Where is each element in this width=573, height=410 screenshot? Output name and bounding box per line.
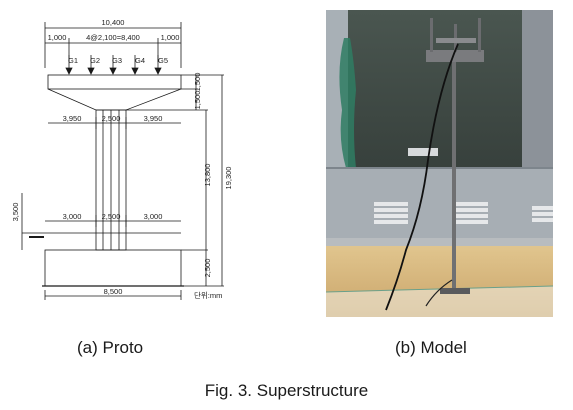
dim-column-height: 13,800 [203,164,212,187]
dim-total-height: 19,300 [224,167,233,190]
dim-embed-height: 3,500 [11,203,20,222]
girder-label: G2 [90,56,100,65]
prototype-drawing: 10,400 1,000 4@2,100=8,400 1,000 G1 G2 G… [11,18,233,300]
dim-left-edge: 1,000 [48,33,67,42]
dim-footing-width: 8,500 [104,287,123,296]
dim-footing-left: 3,000 [63,212,82,221]
girder-label: G5 [158,56,168,65]
dim-column-width: 2,500 [102,114,121,123]
dim-footing-height: 2,500 [203,259,212,278]
dim-cap-right: 3,950 [144,114,163,123]
dim-overall-width: 10,400 [102,18,125,27]
dim-column-width-lower: 2,500 [102,212,121,221]
girder-label: G4 [135,56,145,65]
girder-label: G3 [112,56,122,65]
dim-right-edge: 1,000 [161,33,180,42]
dim-cap-left: 3,950 [63,114,82,123]
girder-label: G1 [68,56,78,65]
dim-girder-spacing: 4@2,100=8,400 [86,33,140,42]
panel-caption-proto: (a) Proto [77,338,144,357]
dim-cap-depth: 1,500 [193,73,202,92]
dim-footing-right: 3,000 [144,212,163,221]
model-photo [326,10,553,317]
unit-label: 단위:mm [194,290,222,300]
panel-caption-model: (b) Model [395,338,467,357]
figure-caption: Fig. 3. Superstructure [204,381,369,400]
dim-cap-depth: 1,500 [193,91,202,110]
